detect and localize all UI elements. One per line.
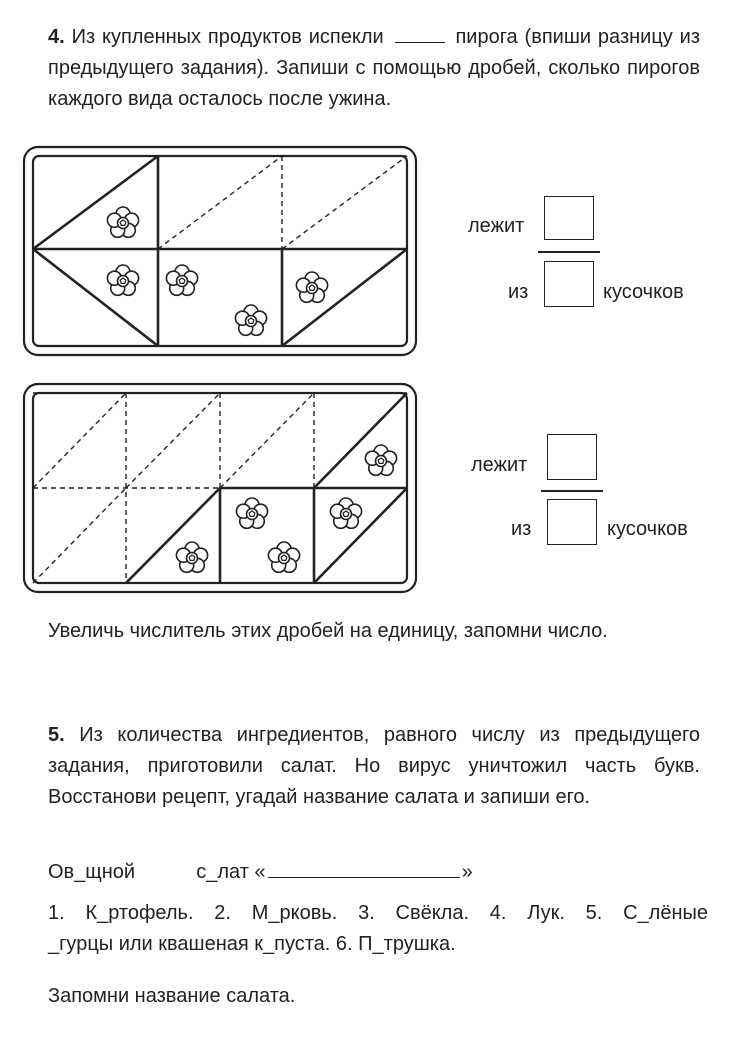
fraction-2-bottom-prefix: из: [511, 518, 532, 540]
fraction-2-numerator-box[interactable]: [547, 434, 597, 480]
fraction-2-bottom-suffix: кусочков: [607, 518, 688, 540]
task5-text-body: Из количества ингредиентов, равного числ…: [48, 724, 701, 808]
pie-tray-1: [22, 145, 418, 357]
fraction-2-bar: [541, 490, 603, 492]
task4-footer: Увеличь числитель этих дробей на единицу…: [48, 620, 608, 642]
salad-name-line: Ов_щной с_лат « »: [48, 861, 473, 884]
salad-word-1: Ов_щной: [48, 861, 136, 883]
recipe-line-1: 1. К_ртофель. 2. М_рковь. 3. Свёкла. 4. …: [48, 902, 708, 924]
fraction-2-denominator-box[interactable]: [547, 499, 597, 545]
fraction-2-top-label: лежит: [471, 454, 528, 476]
salad-name-blank[interactable]: [267, 876, 460, 878]
task4-text-part2: пирога (впиши разницу из предыдущего зад…: [48, 26, 701, 110]
task4-number: 4.: [48, 26, 65, 48]
task5-number: 5.: [48, 724, 65, 746]
fraction-1-bottom-suffix: кусочков: [603, 281, 684, 303]
salad-word-2: с_лат «: [196, 861, 266, 883]
salad-close-quote: »: [461, 861, 473, 883]
task4-text: 4. Из купленных продуктов испекли пирога…: [48, 22, 700, 115]
task5-footer: Запомни название салата.: [48, 985, 296, 1007]
fraction-1-bottom-prefix: из: [508, 281, 529, 303]
pie-count-blank[interactable]: [394, 41, 445, 43]
pie-tray-2: [22, 382, 418, 594]
recipe-line-2: _гурцы или квашеная к_пуста. 6. П_трушка…: [48, 933, 456, 955]
task4-text-part1: Из купленных продуктов испекли: [71, 26, 384, 48]
fraction-1-denominator-box[interactable]: [544, 261, 594, 307]
fraction-1-top-label: лежит: [468, 215, 525, 237]
task5-text: 5. Из количества ингредиентов, равного ч…: [48, 720, 700, 813]
fraction-1-bar: [538, 251, 600, 253]
tray-1-inner: [31, 154, 409, 348]
fraction-1-numerator-box[interactable]: [544, 196, 594, 240]
